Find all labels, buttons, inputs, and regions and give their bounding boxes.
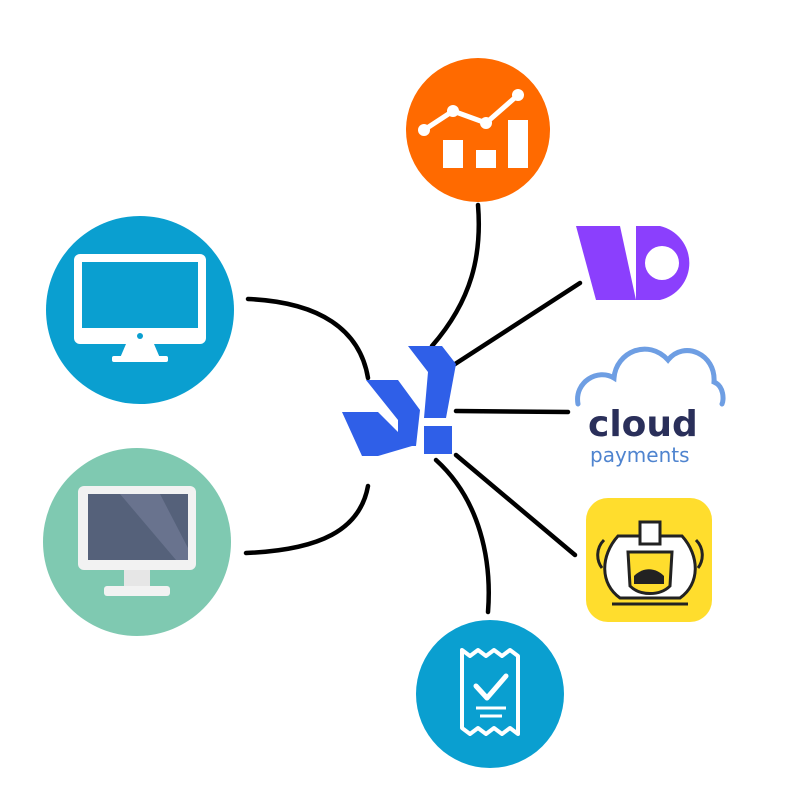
receipt-node bbox=[416, 620, 564, 768]
yoomoney-logo-icon bbox=[576, 226, 690, 300]
connector-receipt bbox=[433, 457, 491, 615]
analytics-node bbox=[406, 58, 550, 202]
connector-yoomoney bbox=[449, 280, 583, 369]
monitor-icon bbox=[78, 486, 196, 596]
yoomoney-node: 10 bbox=[0, 0, 690, 300]
monitor-icon bbox=[74, 254, 206, 362]
cloudpayments-sub-text: payments bbox=[590, 443, 690, 467]
yoomoney-text: 10 bbox=[0, 0, 2, 1]
monitor-blue-node bbox=[46, 216, 234, 404]
cloudpayments-node: cloud payments bbox=[575, 346, 726, 467]
connectors bbox=[243, 202, 583, 615]
cloudpayments-main-text: cloud bbox=[588, 404, 698, 445]
connector-monitor-blue bbox=[245, 296, 371, 381]
receipt-check-icon bbox=[460, 648, 520, 736]
connector-cloudpayments bbox=[453, 408, 571, 415]
connector-monitor-green bbox=[243, 483, 371, 556]
tinkoff-node bbox=[586, 498, 712, 622]
tinkoff-emblem-icon bbox=[596, 520, 704, 606]
cloud-icon bbox=[575, 346, 726, 407]
hub-logo-icon bbox=[342, 346, 456, 456]
analytics-chart-icon bbox=[418, 89, 528, 168]
connector-analytics bbox=[429, 202, 482, 349]
monitor-green-node bbox=[43, 448, 231, 636]
connector-tinkoff bbox=[453, 452, 578, 558]
